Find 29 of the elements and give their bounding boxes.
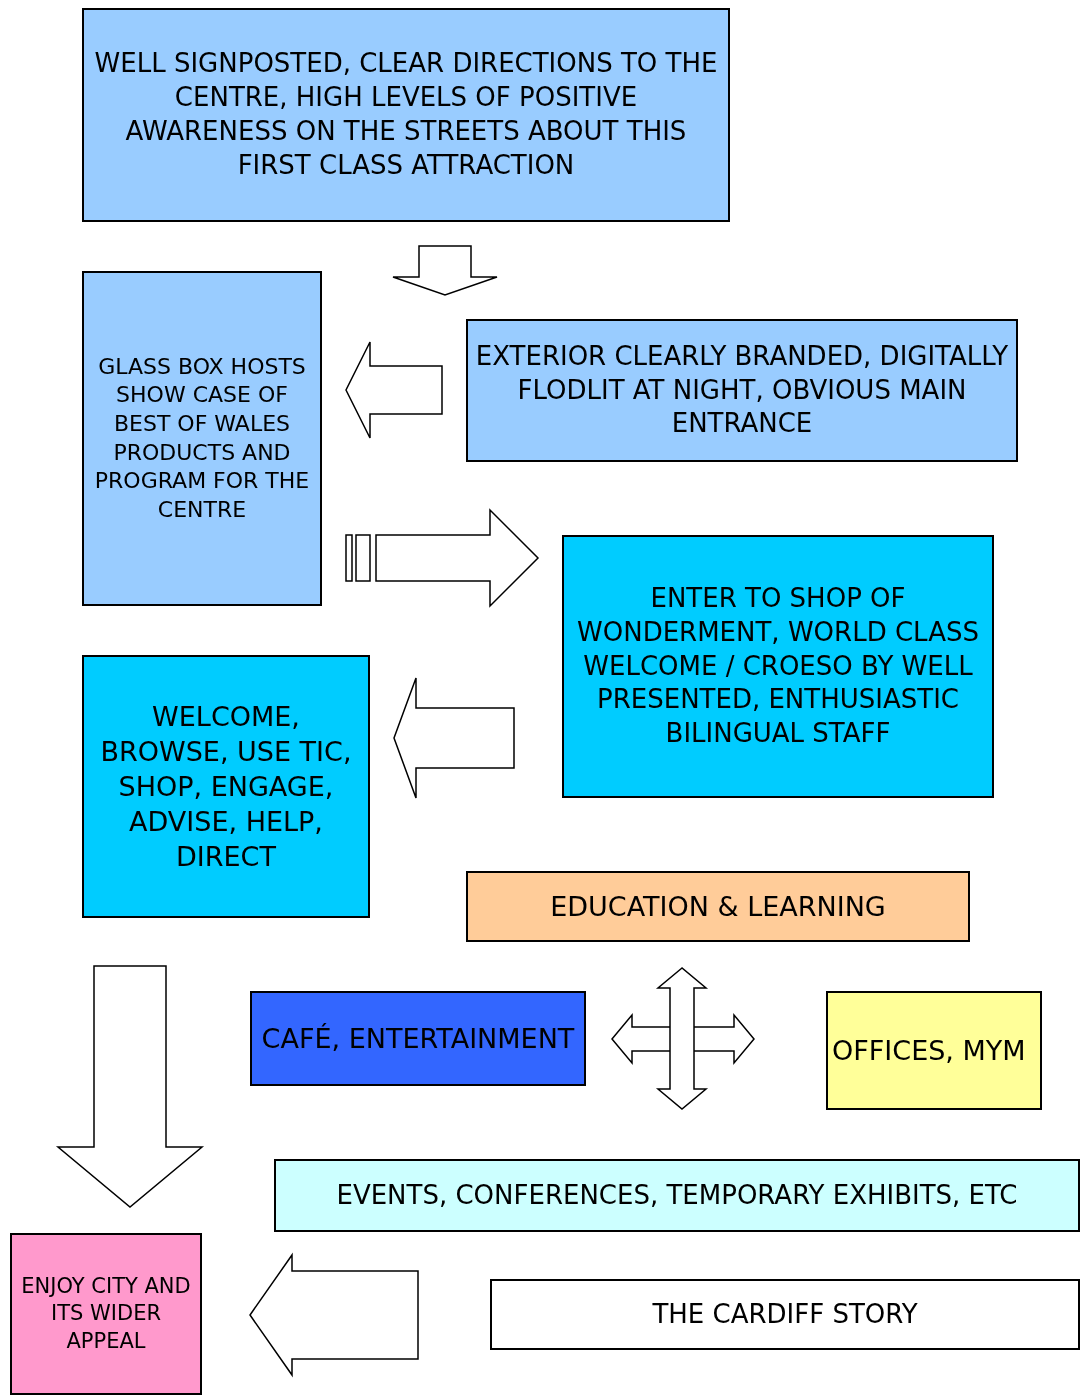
- process-box: [10, 1233, 202, 1395]
- process-box: [82, 655, 370, 918]
- box-text: CAFÉ, ENTERTAINMENT: [261, 1021, 575, 1056]
- process-box: [466, 871, 970, 942]
- process-box: [82, 8, 730, 222]
- box-text: EVENTS, CONFERENCES, TEMPORARY EXHIBITS, ETC: [336, 1178, 1018, 1212]
- box-text: WELCOME, BROWSE, USE TIC, SHOP, ENGAGE, ADVISE, HELP, DIRECT: [99, 699, 353, 875]
- box-text: EXTERIOR CLEARLY BRANDED, DIGITALLY FLODLIT AT NIGHT, OBVIOUS MAIN ENTRANCE: [474, 339, 1010, 441]
- block-arrow: [249, 1252, 419, 1378]
- box-text: ENTER TO SHOP OF WONDERMENT, WORLD CLASS WELCOME / CROESO BY WELL PRESENTED, ENTHUSIASTIC BILINGUAL STAFF: [576, 582, 980, 751]
- block-arrow: [345, 341, 443, 439]
- block-arrow: [345, 508, 540, 608]
- process-box: [274, 1159, 1080, 1232]
- box-text: EDUCATION & LEARNING: [550, 889, 886, 924]
- block-arrow: [393, 677, 515, 799]
- process-box: [82, 271, 322, 606]
- block-arrow: [55, 965, 205, 1208]
- process-box: [250, 991, 586, 1086]
- process-box: [466, 319, 1018, 462]
- box-text: WELL SIGNPOSTED, CLEAR DIRECTIONS TO THE CENTRE, HIGH LEVELS OF POSITIVE AWARENESS ON THE STREETS ABOUT THIS FIRST CLASS ATTRACTION: [94, 47, 718, 182]
- process-box: [562, 535, 994, 798]
- box-text: GLASS BOX HOSTS SHOW CASE OF BEST OF WALES PRODUCTS AND PROGRAM FOR THE CENTRE: [93, 352, 311, 524]
- box-text: OFFICES, MYM: [832, 1033, 1026, 1068]
- box-text: THE CARDIFF STORY: [652, 1297, 918, 1331]
- process-box: [826, 991, 1042, 1110]
- box-text: ENJOY CITY AND ITS WIDER APPEAL: [20, 1273, 192, 1355]
- block-arrow: [392, 245, 498, 296]
- double-block-arrow: [655, 967, 709, 1110]
- process-box: [490, 1279, 1080, 1350]
